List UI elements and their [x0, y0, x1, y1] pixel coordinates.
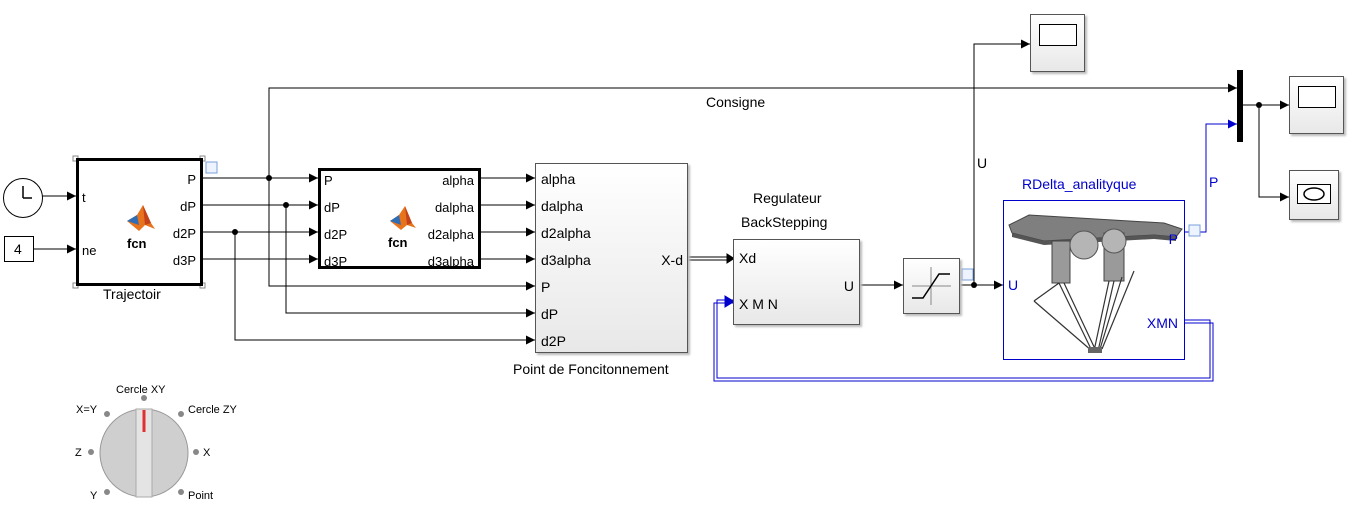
port-alpha: alpha [541, 171, 576, 187]
port-U: U [843, 278, 854, 294]
scope-screen [1039, 24, 1077, 46]
robot-block[interactable]: U P XMN [1003, 200, 1185, 360]
switch-pos-point[interactable]: Point [188, 490, 214, 502]
switch-pos-x[interactable]: X [203, 447, 211, 459]
port-dP: dP [541, 306, 559, 322]
port-out-d3alpha: d3alpha [427, 254, 474, 269]
port-U: U [1008, 277, 1019, 293]
fcn-label: fcn [388, 235, 408, 250]
port-P: P [187, 172, 196, 187]
wire-d2P-point [234, 232, 535, 345]
port-in-P: P [324, 173, 333, 188]
switch-pos-x-eq-y[interactable]: X=Y [76, 404, 98, 416]
port-dalpha: dalpha [541, 198, 584, 214]
regulateur-name-line2: BackStepping [741, 214, 828, 230]
port-Xd: Xd [739, 250, 757, 266]
constant-block[interactable]: 4 [4, 236, 34, 262]
fcn2-block[interactable]: P dP d2P d3P alpha dalpha d2alpha d3alph… [318, 168, 481, 269]
port-d2P: d2P [172, 226, 196, 241]
wire-P-point [268, 178, 535, 291]
regulateur-name-line1: Regulateur [753, 190, 822, 206]
port-in-d2P: d2P [324, 227, 348, 242]
port-P: P [541, 279, 551, 295]
port-XMN: X M N [739, 296, 778, 312]
matlab-logo-icon [127, 205, 155, 231]
port-ne: ne [82, 243, 97, 258]
signal-consigne-label: Consigne [706, 94, 766, 110]
xy-graph-screen [1297, 184, 1331, 204]
signal-U-label: U [977, 155, 988, 171]
switch-pos-z[interactable]: Z [75, 447, 82, 459]
trajectoir-block[interactable]: t ne P dP d2P d3P fcn [76, 158, 203, 286]
port-X-d: X-d [661, 252, 683, 268]
port-in-dP: dP [324, 200, 340, 215]
wire-dP-point [285, 205, 535, 318]
clock-icon [22, 186, 32, 199]
point-fonctionnement-block[interactable]: alpha dalpha d2alpha d3alpha P dP d2P X-… [535, 163, 688, 353]
port-dP: dP [180, 199, 196, 214]
port-d2alpha: d2alpha [541, 225, 591, 241]
clock-block[interactable] [3, 178, 43, 218]
constant-value: 4 [14, 241, 22, 257]
wire-U-scope [973, 39, 1030, 285]
port-out-d2alpha: d2alpha [427, 227, 474, 242]
point-name: Point de Foncitonnement [513, 361, 669, 377]
mux-block[interactable] [1237, 70, 1243, 142]
wire-consigne [268, 83, 1237, 178]
saturation-icon [912, 267, 951, 305]
scope-U[interactable] [1030, 14, 1085, 72]
port-out-dalpha: dalpha [434, 200, 474, 215]
port-d3P: d3P [172, 253, 196, 268]
port-d2P: d2P [541, 333, 566, 349]
fcn-label: fcn [127, 236, 147, 251]
ellipse-icon [1303, 187, 1325, 201]
xy-graph-block[interactable] [1289, 170, 1339, 220]
rotary-knob-icon [88, 395, 199, 498]
delta-robot-icon [1008, 214, 1183, 353]
port-in-d3P: d3P [324, 254, 348, 269]
rotary-switch[interactable]: Cercle XY Cercle ZY X Point Y Z X=Y [60, 380, 245, 510]
port-t: t [82, 190, 86, 205]
port-XMN: XMN [1146, 315, 1178, 331]
scope-consigne-P[interactable] [1289, 76, 1344, 134]
port-d3alpha: d3alpha [541, 252, 591, 268]
regulateur-block[interactable]: Xd X M N U [733, 239, 860, 325]
switch-pos-cercle-xy[interactable]: Cercle XY [116, 384, 166, 396]
switch-pos-y[interactable]: Y [90, 490, 98, 502]
switch-pos-cercle-zy[interactable]: Cercle ZY [188, 404, 237, 416]
trajectoir-name: Trajectoir [103, 286, 161, 302]
robot-name: RDelta_analityque [1022, 176, 1137, 192]
signal-P-label: P [1209, 174, 1219, 190]
port-out-alpha: alpha [442, 173, 474, 188]
matlab-logo-icon [390, 206, 416, 230]
scope-screen [1298, 86, 1336, 108]
port-P: P [1168, 231, 1178, 247]
saturation-block[interactable] [903, 258, 960, 314]
